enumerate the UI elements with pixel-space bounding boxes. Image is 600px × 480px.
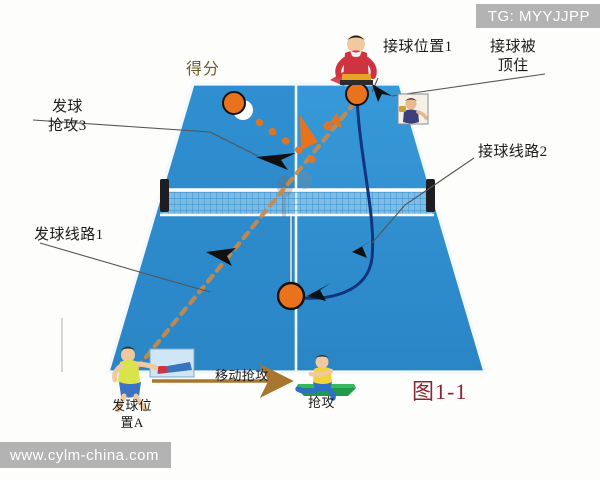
leader-receive-route-2: [404, 157, 475, 206]
player-server-bottom-left: [112, 346, 195, 413]
table-half-left: [108, 84, 296, 372]
inset-shirt: [403, 109, 419, 124]
figure-caption: 图1-1: [412, 379, 468, 404]
player-attacker-bottom: [295, 355, 336, 401]
server-racket: [158, 366, 167, 373]
receive-route-arrow-1: [352, 240, 373, 258]
leader-receive-blocked: [391, 73, 546, 97]
receive-route-2-path: [291, 96, 375, 301]
annotation-move-to-attack: 移动抢攻: [215, 368, 269, 383]
leader-receive-pos-1: [371, 77, 379, 93]
attacker-leg-back: [295, 386, 319, 394]
serve-attack-3-path: [242, 109, 318, 170]
annotation-serve-route-1: 发球线路1: [34, 227, 104, 243]
ball-receive-top: [345, 82, 369, 106]
server-head: [121, 348, 135, 362]
serve-attack-arrow: [256, 153, 296, 170]
annotation-receive-position-1: 接球位置1: [383, 39, 453, 55]
annotation-receive-route-2: 接球线路2: [478, 144, 548, 160]
annotation-receive-blocked: 接球被 顶住: [490, 39, 537, 75]
net-mesh: [160, 190, 434, 215]
leader-serve-route-1: [39, 242, 151, 276]
net-post-left: [160, 179, 169, 212]
annotation-score: 得分: [186, 61, 221, 78]
attacker-hair: [315, 355, 329, 358]
receiver-collar: [350, 50, 362, 57]
player-receiver-top: [335, 35, 377, 85]
ball-score: [222, 91, 246, 115]
inset-hair: [405, 98, 417, 101]
inset-racket: [399, 106, 406, 112]
receiver-shirt: [343, 50, 369, 82]
leader-lines: [32, 73, 546, 372]
receiver-arm-left: [335, 57, 348, 79]
receiver-head: [347, 35, 365, 53]
receiver-arm-right: [364, 57, 377, 79]
annotation-serve-position-a: 发球位 置A: [112, 398, 153, 430]
table-outer-line: [105, 82, 488, 374]
server-leg-left: [115, 393, 127, 413]
net-post-right: [426, 179, 435, 212]
serve-route-1-path: [134, 93, 363, 371]
leader-arrowheads: [206, 84, 392, 266]
watermark-bottom-left: www.cylm-china.com: [0, 442, 172, 468]
attacker-head: [315, 355, 329, 369]
serve-attack-wedge: [300, 115, 318, 150]
arrow-serve-route-1: [206, 248, 236, 266]
attacker-arm-front: [308, 368, 334, 377]
arrow-receive-blocked: [372, 84, 392, 102]
ball-group: [222, 82, 369, 311]
attacker-leg-front: [327, 387, 336, 401]
player-receiver-inset: [397, 93, 429, 125]
table-surface: [105, 82, 488, 374]
table-half-right: [296, 84, 485, 372]
server-arm-left: [112, 363, 124, 383]
inset-head: [405, 98, 417, 110]
receive-route-arrow-2: [307, 283, 331, 301]
inset-arm: [416, 110, 428, 120]
receiver-hair: [347, 35, 365, 40]
server-leg-right: [133, 393, 148, 412]
annotation-attack: 抢攻: [308, 395, 335, 410]
receiver-base: [340, 80, 373, 85]
server-hair: [121, 346, 135, 350]
leader-serve-attack-3: [32, 119, 211, 133]
watermark-top-right: TG: MYYJJPP: [475, 4, 600, 28]
annotation-serve-attack-3: 发球 抢攻3: [48, 99, 87, 135]
ball-bounce-mid: [276, 281, 306, 311]
